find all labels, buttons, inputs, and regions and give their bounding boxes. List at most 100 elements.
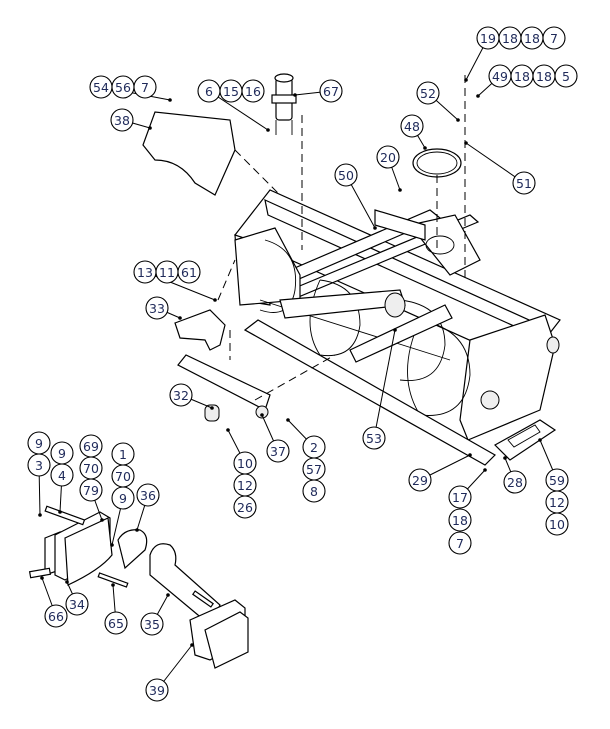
callout-number: 70	[83, 461, 99, 476]
callout-pin-c: 66	[44, 604, 68, 628]
callout-number: 36	[140, 488, 156, 503]
callout-circle	[554, 64, 578, 88]
callout-number: 51	[516, 176, 532, 191]
skid-bracket	[177, 354, 271, 422]
callout-mount-hardware: 79	[79, 478, 103, 502]
callout-number: 17	[452, 490, 468, 505]
leader-arrow-ring	[423, 146, 427, 150]
callout-number: 20	[380, 150, 396, 165]
callout-number: 66	[48, 609, 64, 624]
callout-circle	[376, 145, 400, 169]
callout-number: 34	[69, 597, 85, 612]
scraper-bar	[243, 319, 496, 466]
callout-number: 59	[549, 473, 565, 488]
callout-circle	[110, 108, 134, 132]
callout-pin-a: 3	[27, 453, 51, 477]
leader-line-motor-bolts	[208, 90, 269, 131]
callout-top-right-bolt: 7	[542, 26, 566, 50]
callout-circle	[266, 439, 290, 463]
callout-circle	[542, 26, 566, 50]
callout-number: 70	[115, 469, 131, 484]
leader-arrow-shoe	[503, 456, 507, 460]
callout-number: 28	[507, 475, 523, 490]
callout-circle	[177, 260, 201, 284]
callout-number: 39	[149, 683, 165, 698]
callout-cover: 33	[145, 296, 169, 320]
callout-number: 7	[550, 31, 558, 46]
callout-motor-bolts: 16	[241, 79, 265, 103]
callout-cover-bolts: 61	[177, 260, 201, 284]
callout-auger: 53	[362, 426, 386, 450]
callout-number: 56	[115, 80, 131, 95]
callout-circle	[50, 463, 74, 487]
callout-pin-d: 65	[104, 611, 128, 635]
callout-number: 49	[492, 69, 508, 84]
leader-arrow-hitch-arm	[166, 593, 170, 597]
callout-number: 13	[137, 265, 153, 280]
auger-housing	[234, 189, 561, 441]
callout-circle	[416, 81, 440, 105]
callout-number: 5	[562, 69, 570, 84]
callout-circle	[44, 604, 68, 628]
callout-top-right-bolt-2: 18	[532, 64, 556, 88]
callout-chute-motor: 67	[319, 79, 343, 103]
leader-arrow-cover-bolts	[213, 298, 217, 302]
callout-number: 10	[549, 517, 565, 532]
leader-arrow-mount-plate	[65, 580, 69, 584]
callout-scraper-hardware: 18	[448, 508, 472, 532]
leader-line-bracket-lower	[465, 142, 525, 184]
shield	[142, 111, 236, 196]
callout-number: 9	[58, 446, 66, 461]
callout-circle	[302, 479, 326, 503]
callout-mount-hardware: 70	[79, 456, 103, 480]
leader-arrow-pin-c	[40, 576, 44, 580]
callout-top-right-bolt: 18	[520, 26, 544, 50]
callout-handle: 20	[376, 145, 400, 169]
callout-number: 16	[245, 84, 261, 99]
leader-arrow-plate	[135, 528, 139, 532]
callout-number: 57	[306, 462, 322, 477]
callout-number: 8	[310, 484, 318, 499]
callout-number: 79	[83, 483, 99, 498]
leader-arrow-bracket	[456, 118, 460, 122]
callout-circle	[334, 163, 358, 187]
callout-circle	[241, 79, 265, 103]
callout-number: 12	[237, 478, 253, 493]
callout-skid-nut: 12	[233, 473, 257, 497]
callout-number: 37	[270, 444, 286, 459]
callout-top-right-bolt: 19	[476, 26, 500, 50]
callout-circle	[133, 75, 157, 99]
callout-ring: 48	[400, 114, 424, 138]
callout-mount-hardware-2: 9	[111, 486, 135, 510]
callout-circle	[545, 512, 569, 536]
leader-arrow-pin-b	[58, 510, 62, 514]
leader-arrow-mount-hardware	[100, 518, 104, 522]
callout-circle	[27, 453, 51, 477]
leader-arrow-cover	[178, 316, 182, 320]
callout-circle	[512, 171, 536, 195]
callout-mount-hardware: 69	[79, 434, 103, 458]
callout-number: 67	[323, 84, 339, 99]
callout-number: 18	[524, 31, 540, 46]
callout-number: 6	[205, 84, 213, 99]
callout-number: 69	[83, 439, 99, 454]
callout-circle	[145, 678, 169, 702]
callout-skid-nut: 10	[233, 451, 257, 475]
callout-circle	[79, 478, 103, 502]
leader-arrow-chute-motor	[293, 93, 297, 97]
callout-circle	[136, 483, 160, 507]
callout-number: 4	[58, 468, 66, 483]
leader-arrow-handle	[398, 188, 402, 192]
leader-arrow-bracket-lower	[464, 141, 468, 145]
leader-arrow-skid-nut	[226, 428, 230, 432]
callout-skid-pin: 37	[266, 439, 290, 463]
callout-skid-bracket: 32	[169, 383, 193, 407]
leader-arrow-mount-hardware-2	[110, 543, 114, 547]
leader-arrow-motor-bolts	[266, 128, 270, 132]
callout-number: 35	[144, 617, 160, 632]
callout-number: 10	[237, 456, 253, 471]
callout-number: 26	[237, 500, 253, 515]
callout-number: 52	[420, 86, 436, 101]
